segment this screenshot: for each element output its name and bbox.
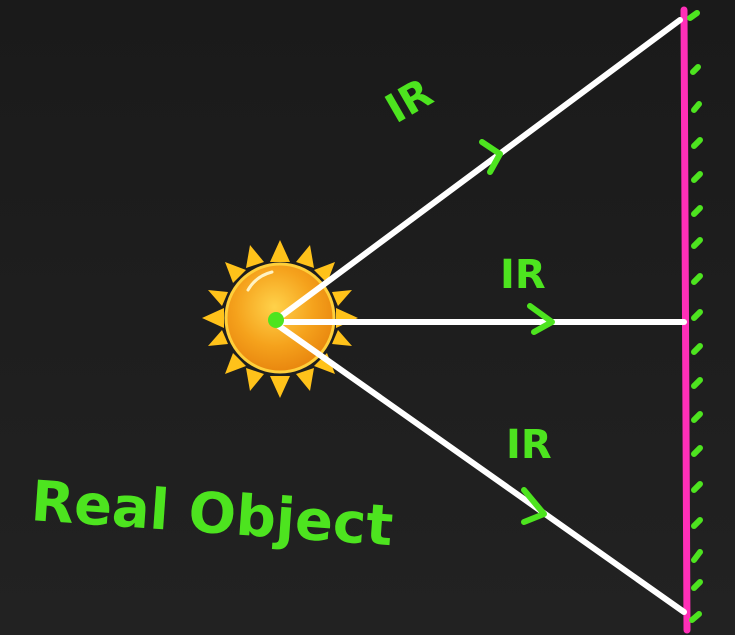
ray-middle-label: IR [500,252,546,298]
object-label: Real Object [29,469,395,559]
arrow-bottom [524,490,544,522]
ray-top-label: IR [378,70,441,133]
mirror-hatching [690,13,700,620]
ray-top [276,20,680,320]
ray-bottom-label: IR [506,422,552,468]
ray-bottom [276,324,684,612]
source-point [268,312,284,328]
